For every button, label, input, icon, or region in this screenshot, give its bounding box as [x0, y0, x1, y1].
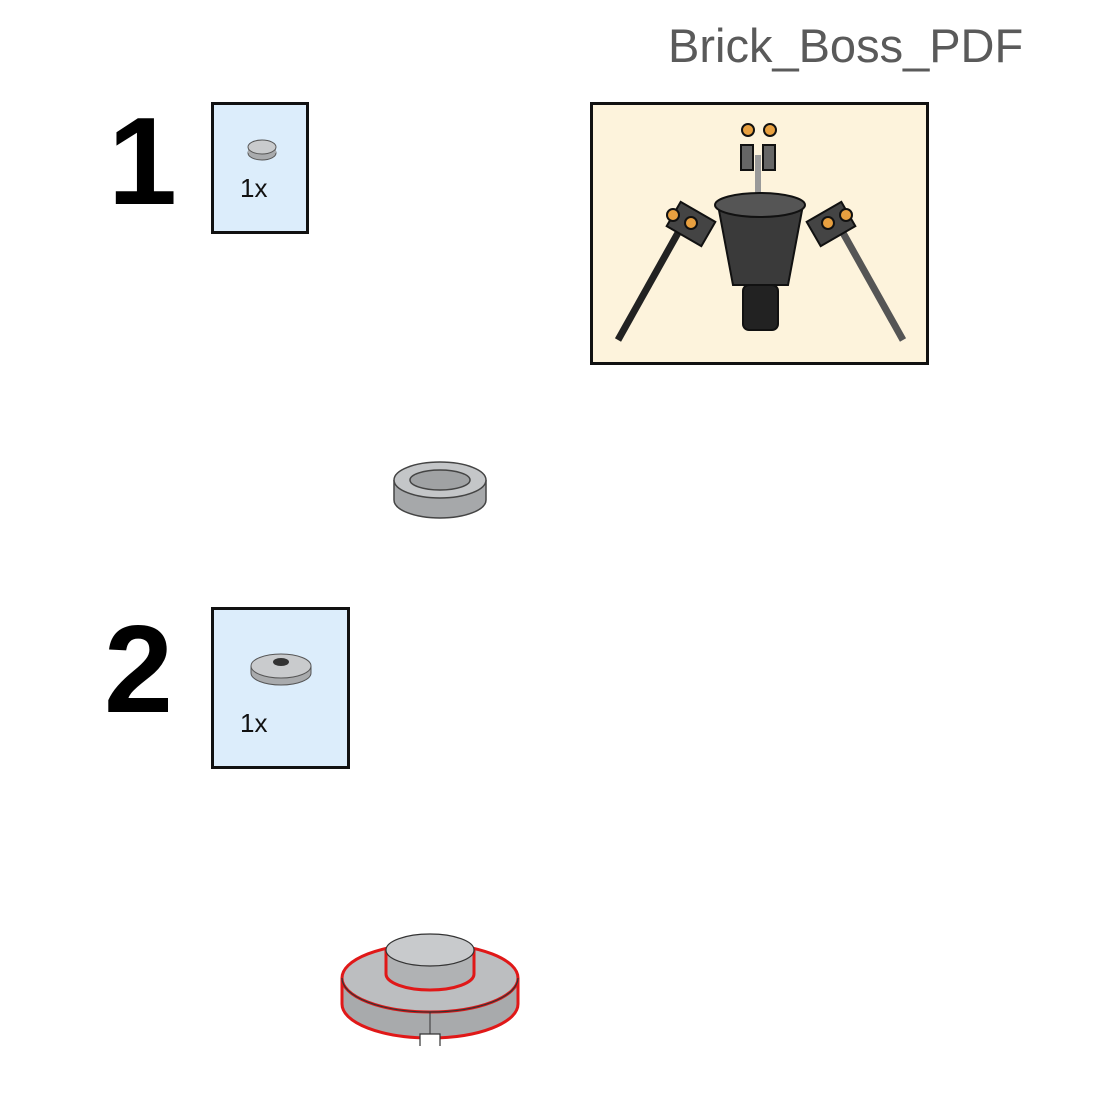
step-2-assembly-part-highlighted — [340, 933, 520, 1046]
part-quantity: 1x — [240, 708, 268, 738]
round-plate-part-icon — [250, 653, 312, 686]
part-quantity: 1x — [240, 173, 268, 203]
parts-list-step-2: 1x — [211, 607, 350, 769]
step-number-2: 2 — [104, 601, 173, 739]
step-number-1: 1 — [108, 93, 177, 231]
spider-droid-model-image — [614, 123, 907, 342]
model-preview — [590, 102, 929, 365]
round-tile-part-icon — [247, 139, 277, 161]
step-1-assembly-part — [393, 461, 487, 519]
parts-list-step-1: 1x — [211, 102, 309, 234]
watermark-title: Brick_Boss_PDF — [668, 19, 1024, 72]
